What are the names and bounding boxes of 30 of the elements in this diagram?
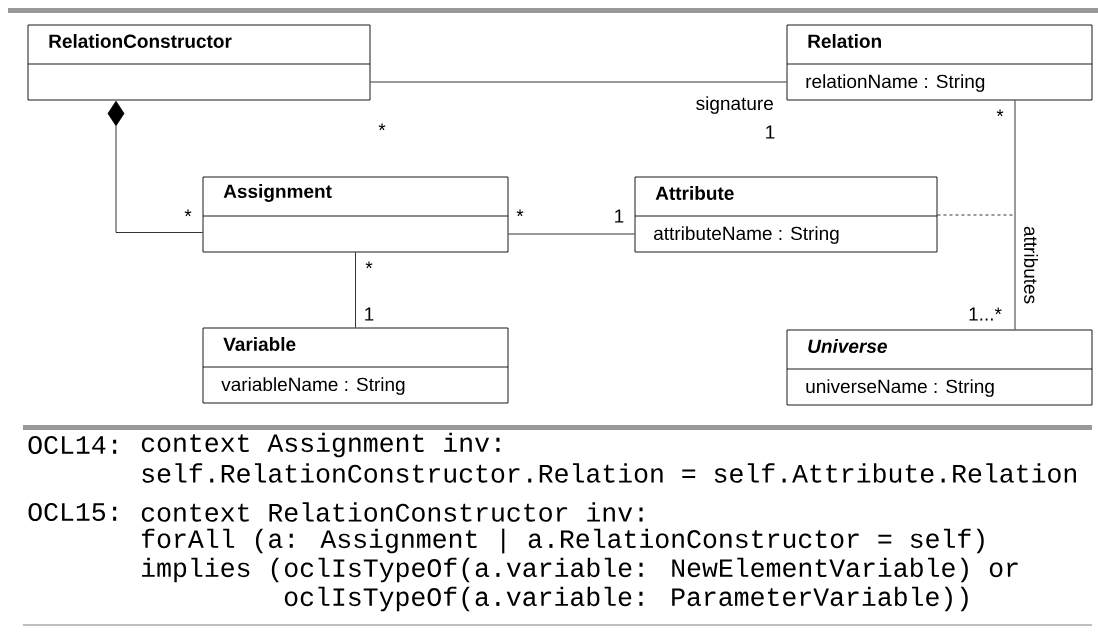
association-line: [370, 81, 787, 83]
role-name: signature: [694, 95, 775, 115]
multiplicity: *: [184, 209, 192, 217]
class-box: Attribute attributeName : String: [634, 176, 938, 253]
constraint-text: context RelationConstructor inv:: [141, 502, 643, 522]
association-line: [355, 252, 356, 328]
multiplicity: *: [996, 109, 1004, 117]
multiplicity: *: [516, 209, 524, 217]
multiplicity: 1: [766, 125, 775, 139]
constraint-text: self.RelationConstructor.Relation = self.Attribute.Relation: [142, 463, 1076, 483]
constraint-text: OCL14:: [28, 436, 117, 454]
association-line: [1014, 100, 1016, 330]
multiplicity: 1...*: [969, 307, 1002, 321]
association-line: [508, 233, 635, 235]
multiplicity: *: [365, 261, 373, 269]
class-box: Relation relationName : String: [786, 24, 1093, 101]
constraint-text: context Assignment inv:: [141, 432, 500, 458]
class-box: Universe universeName : String: [786, 329, 1093, 406]
constraint-text: oclIsTypeOf(a.variable: ParameterVariable)): [284, 586, 968, 612]
role-name: attributes: [1023, 224, 1039, 306]
multiplicity: 1: [365, 307, 374, 321]
constraint-text: forAll (a: Assignment | a.RelationConstructor = self): [142, 528, 984, 554]
constraint-text: implies (oclIsTypeOf(a.variable: NewElementVariable) or: [142, 557, 1018, 583]
multiplicity: 1: [615, 209, 624, 223]
class-box: RelationConstructor: [27, 24, 371, 101]
composition-line: [107, 100, 203, 233]
constraint-text: OCL15:: [28, 503, 117, 521]
class-box: Assignment: [202, 176, 509, 253]
multiplicity: *: [378, 123, 386, 131]
class-box: Variable variableName : String: [202, 327, 509, 404]
